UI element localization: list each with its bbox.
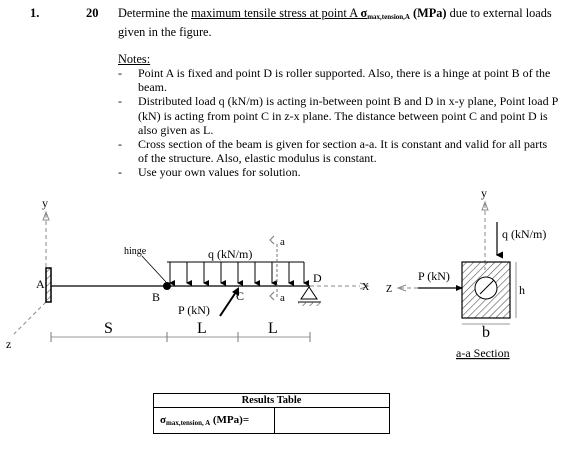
results-table: Results Table σmax,tension, A (MPa)=: [153, 393, 390, 434]
section-p-label: P (kN): [418, 269, 450, 283]
sigma-symbol: σ: [360, 6, 368, 20]
notes-list: Point A is fixed and point D is roller s…: [118, 66, 558, 180]
question-text-start: Determine the: [118, 6, 192, 20]
question-points: 20: [86, 6, 99, 20]
dimension-line: [50, 332, 311, 342]
notes-title: Notes:: [118, 52, 151, 66]
results-subscript: max,tension, A: [165, 419, 211, 427]
section-cut-marks: [269, 235, 278, 301]
x-axis-label: X: [362, 282, 370, 293]
question-text-underlined: maximum tensile stress at point A σmax,t…: [191, 6, 410, 21]
question-text: Determine the maximum tensile stress at …: [118, 6, 558, 40]
dim-l1-label: L: [197, 320, 207, 337]
question-underlined-words: maximum tensile stress at point A: [191, 6, 361, 20]
question-text-end: due to external loads given in the figur…: [118, 6, 552, 39]
dim-h-label: h: [519, 283, 525, 297]
results-table-title: Results Table: [154, 394, 389, 408]
dim-l2-label: L: [268, 320, 278, 337]
section-y-label: y: [481, 186, 487, 200]
section-mark-top: a: [280, 236, 285, 248]
point-b-label: B: [152, 290, 160, 304]
results-units: (MPa)=: [210, 414, 250, 426]
roller-support-d: [298, 286, 321, 306]
distributed-load: [167, 261, 309, 286]
z-axis: [13, 301, 47, 335]
point-a-label: A: [36, 277, 45, 291]
note-item: Point A is fixed and point D is roller s…: [118, 66, 558, 94]
section-title: a-a Section: [456, 346, 510, 360]
z-axis-label: z: [6, 337, 11, 351]
results-sigma: σ: [160, 414, 166, 426]
q-load-label: q (kN/m): [208, 247, 252, 261]
hinge-b: [163, 282, 171, 290]
dim-b-label: b: [482, 324, 490, 341]
results-value-cell[interactable]: [275, 408, 389, 433]
question-units: (MPa): [409, 6, 447, 20]
note-item: Distributed load q (kN/m) is acting in-b…: [118, 94, 558, 137]
section-mark-bottom: a: [280, 292, 285, 304]
y-axis-label: y: [42, 196, 48, 210]
section-y-axis: [481, 200, 489, 270]
p-load-label: P (kN): [178, 303, 210, 317]
results-row: σmax,tension, A (MPa)=: [154, 408, 389, 433]
fixed-support-a: [45, 267, 52, 303]
question-number: 1.: [30, 6, 40, 20]
point-load-arrow: [219, 287, 239, 317]
point-c-label: C: [236, 289, 244, 303]
section-q-label: q (kN/m): [502, 227, 546, 241]
results-label: σmax,tension, A (MPa)=: [154, 408, 275, 433]
hinge-label: hinge: [124, 246, 147, 257]
note-item: Use your own values for solution.: [118, 165, 558, 179]
sigma-subscript: max,tension,A: [367, 13, 410, 21]
note-item: Cross section of the beam is given for s…: [118, 137, 558, 165]
dim-s-label: S: [104, 320, 113, 337]
point-d-label: D: [313, 271, 322, 285]
section-z-label: Z: [386, 284, 392, 295]
